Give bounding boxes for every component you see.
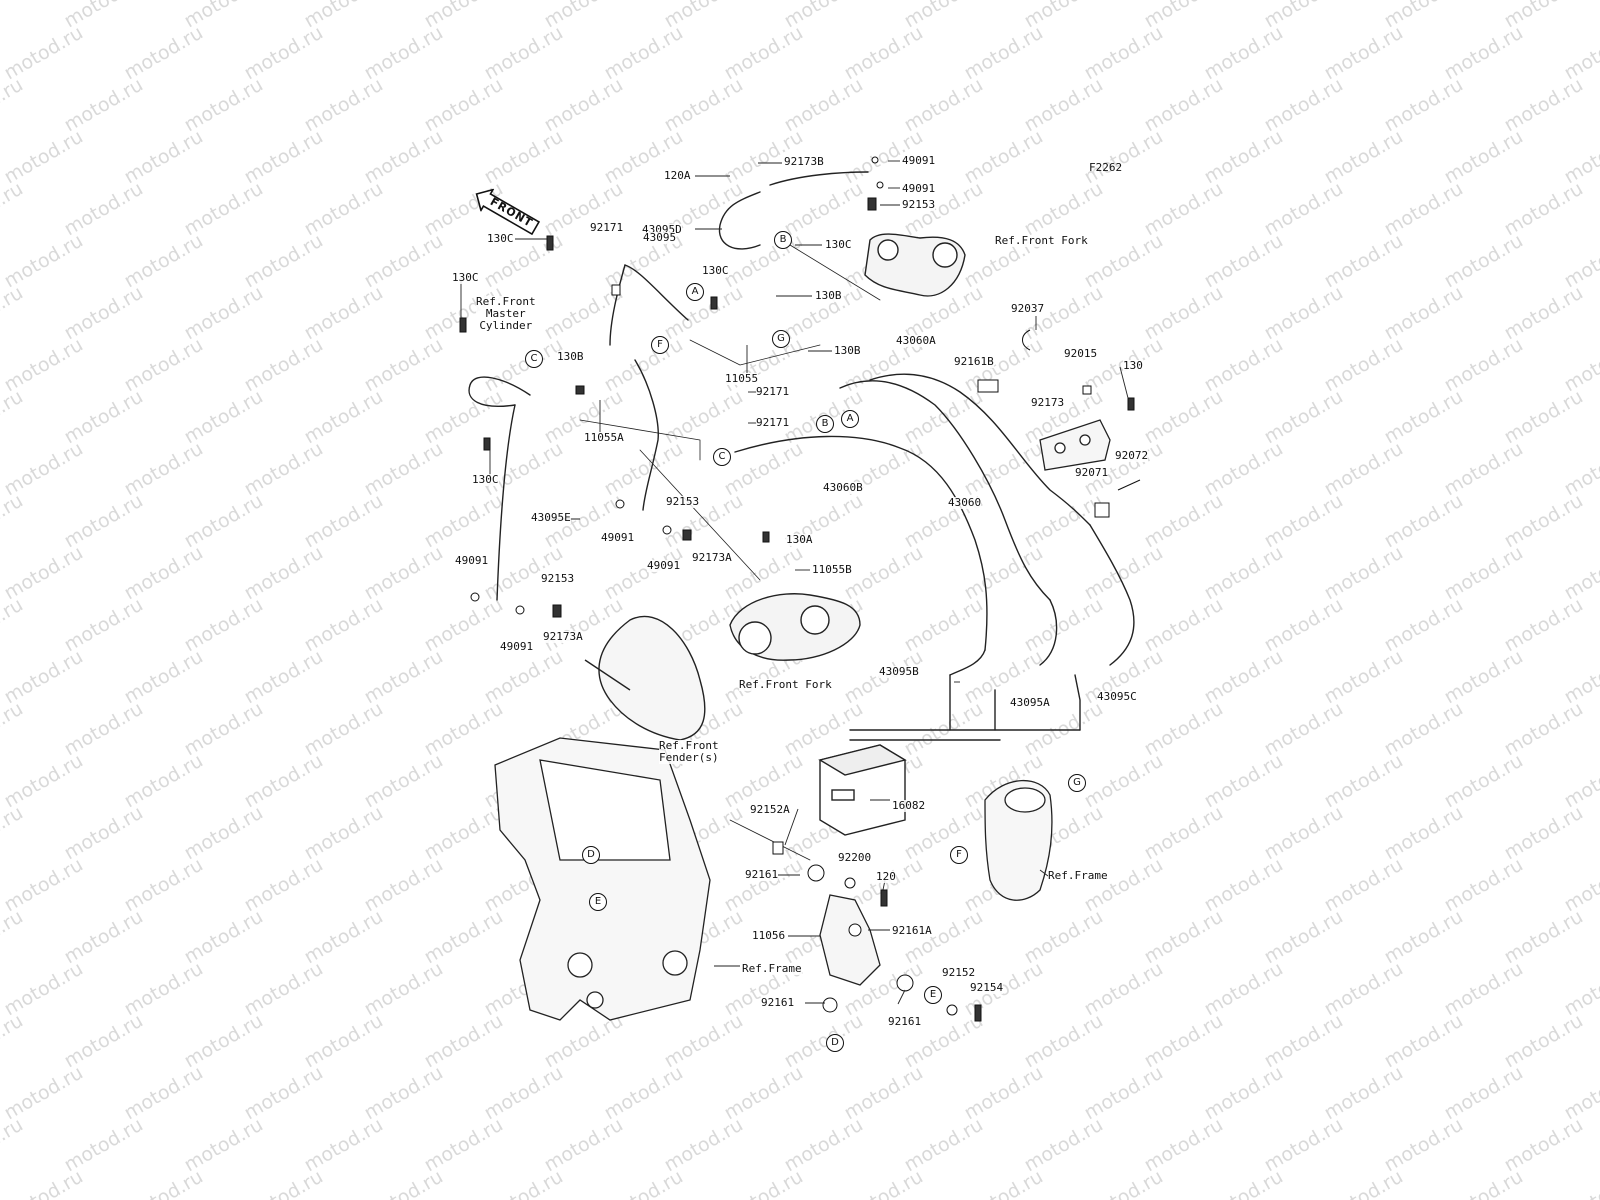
part-number-label: 11055: [725, 372, 759, 385]
part-number-label: 92173: [1031, 396, 1065, 409]
part-number-label: 92154: [970, 981, 1004, 994]
connection-callout: A: [686, 283, 704, 301]
part-number-label: 92171: [756, 416, 790, 429]
part-number-label: 92161: [745, 868, 779, 881]
reference-label: Ref.Front Fork: [995, 234, 1088, 247]
part-number-label: 49091: [902, 182, 936, 195]
part-number-label: 92037: [1011, 302, 1045, 315]
part-number-label: 43095C: [1097, 690, 1137, 703]
part-number-label: 49091: [601, 531, 635, 544]
part-number-label: 92171: [756, 385, 790, 398]
reference-label: Ref.Frame: [742, 962, 802, 975]
part-number-label: 49091: [500, 640, 534, 653]
part-number-label: 49091: [647, 559, 681, 572]
reference-label: Ref.Front Fender(s): [659, 739, 719, 764]
part-number-label: 130B: [557, 350, 584, 363]
front-direction-arrow-icon: FRONT: [468, 182, 543, 241]
part-number-label: 11056: [752, 929, 786, 942]
part-number-label: 92161A: [892, 924, 932, 937]
part-number-label: 92152: [942, 966, 976, 979]
part-number-label: 43060A: [896, 334, 936, 347]
part-number-label: 92161B: [954, 355, 994, 368]
part-number-label: 43060: [948, 496, 982, 509]
part-number-label: 92173A: [543, 630, 583, 643]
part-number-label: 130C: [472, 473, 499, 486]
part-number-label: 43095E: [531, 511, 571, 524]
connection-callout: E: [924, 986, 942, 1004]
part-number-label: 49091: [902, 154, 936, 167]
connection-callout: C: [525, 350, 543, 368]
part-number-label: 130A: [786, 533, 813, 546]
part-number-label: 49091: [455, 554, 489, 567]
reference-label: Ref.Front Master Cylinder: [476, 295, 536, 332]
connection-callout: A: [841, 410, 859, 428]
part-number-label: 92153: [541, 572, 575, 585]
connection-callout: D: [826, 1034, 844, 1052]
part-number-label: 92072: [1115, 449, 1149, 462]
part-number-label: 11055B: [812, 563, 852, 576]
part-number-label: 92171: [590, 221, 624, 234]
reference-label: Ref.Frame: [1048, 869, 1108, 882]
part-number-label: 130C: [825, 238, 852, 251]
part-number-label: 130: [1123, 359, 1143, 372]
connection-callout: B: [816, 415, 834, 433]
part-number-label: 130C: [452, 271, 479, 284]
part-number-label: 16082: [892, 799, 926, 812]
part-number-label: 92071: [1075, 466, 1109, 479]
part-number-label: 130B: [834, 344, 861, 357]
connection-callout: B: [774, 231, 792, 249]
part-number-label: 43095A: [1010, 696, 1050, 709]
part-number-label: 43095B: [879, 665, 919, 678]
part-number-label: 92173A: [692, 551, 732, 564]
part-number-label: 130B: [815, 289, 842, 302]
connection-callout: F: [651, 336, 669, 354]
connection-callout: F: [950, 846, 968, 864]
part-number-label: 120A: [664, 169, 691, 182]
part-number-label: 130C: [487, 232, 514, 245]
part-number-label: 92152A: [750, 803, 790, 816]
part-number-label: 130C: [702, 264, 729, 277]
part-number-label: 92015: [1064, 347, 1098, 360]
part-number-label: 92153: [902, 198, 936, 211]
part-number-label: 11055A: [584, 431, 624, 444]
part-number-label: 43060B: [823, 481, 863, 494]
part-number-label: 92153: [666, 495, 700, 508]
part-number-label: 120: [876, 870, 896, 883]
connection-callout: D: [582, 846, 600, 864]
connection-callout: G: [1068, 774, 1086, 792]
connection-callout: E: [589, 893, 607, 911]
part-number-label: 92161: [761, 996, 795, 1009]
part-number-label: 92200: [838, 851, 872, 864]
part-number-label: 92161: [888, 1015, 922, 1028]
connection-callout: C: [713, 448, 731, 466]
part-number-label: 43095: [643, 231, 677, 244]
part-number-label: 92173B: [784, 155, 824, 168]
reference-label: Ref.Front Fork: [739, 678, 832, 691]
connection-callout: G: [772, 330, 790, 348]
diagram-code: F2262: [1089, 161, 1123, 174]
